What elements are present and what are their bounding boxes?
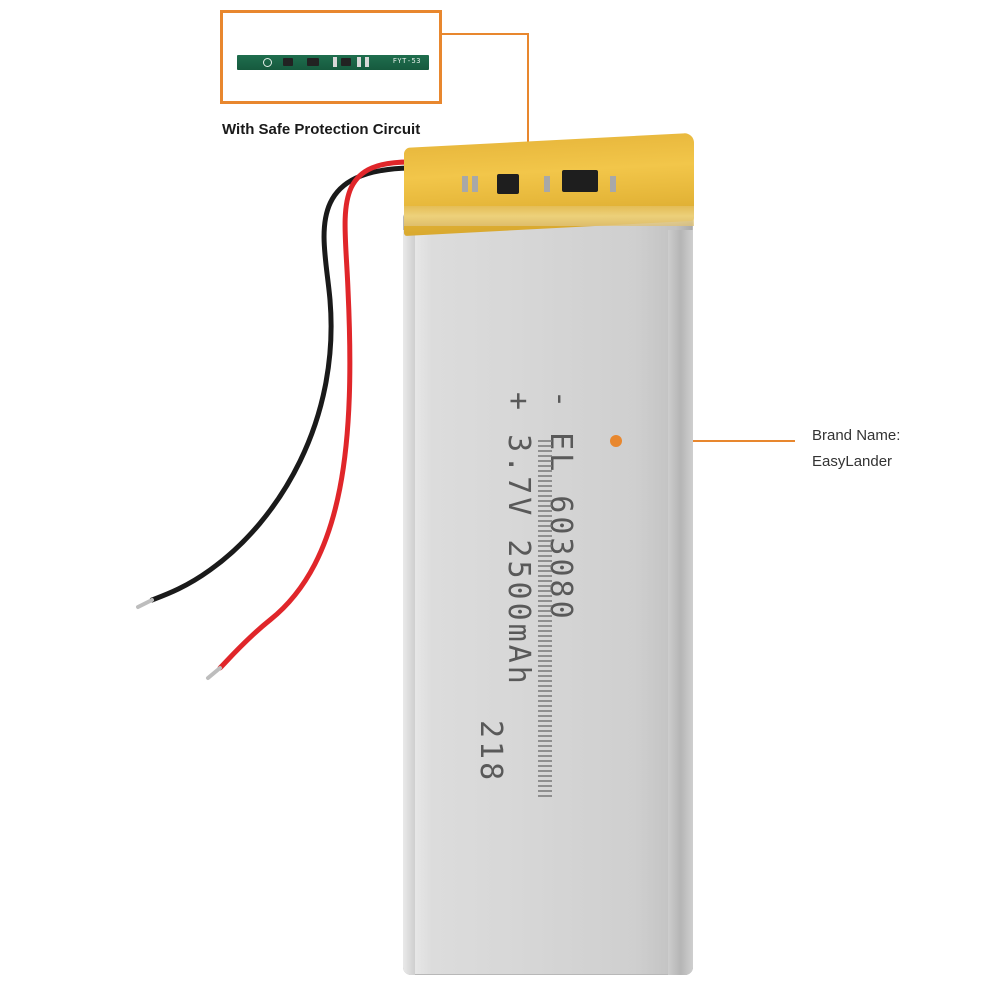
pcb-pad <box>462 176 468 192</box>
battery-right-edge <box>668 230 693 975</box>
black-wire-tip <box>136 598 154 609</box>
battery-print-rating: + 3.7V 2500mAh <box>501 392 536 687</box>
pcb-marking: FYT-53 <box>392 57 421 65</box>
pcb-pad <box>472 176 478 192</box>
brand-label: Brand Name: EasyLander <box>812 423 900 475</box>
brand-label-line1: Brand Name: <box>812 427 901 444</box>
brand-label-line2: EasyLander <box>812 453 893 470</box>
mosfet-chip <box>562 170 598 192</box>
battery-left-edge <box>403 230 415 975</box>
red-wire-tip <box>206 666 222 680</box>
pcb-chip <box>283 58 293 66</box>
pcb-pad <box>610 176 616 192</box>
pcb-mount-hole <box>263 58 272 67</box>
pcb-pad <box>357 57 361 67</box>
protection-ic <box>497 174 519 194</box>
kapton-tape-fold <box>404 206 694 226</box>
battery-barcode <box>538 440 552 800</box>
pcb-chip <box>341 58 351 66</box>
leader-dot-icon <box>610 435 622 447</box>
pcb-pad <box>333 57 337 67</box>
black-wire <box>149 165 413 603</box>
pcb-pad <box>365 57 369 67</box>
pcb-pad <box>544 176 550 192</box>
protection-circuit-callout: FYT-53 <box>220 10 442 104</box>
pcb-chip <box>307 58 319 66</box>
red-wire <box>217 159 417 671</box>
protection-circuit-label: With Safe Protection Circuit <box>222 121 421 138</box>
pcb-board-icon: FYT-53 <box>237 55 429 70</box>
battery-print-code: 218 <box>473 720 508 784</box>
